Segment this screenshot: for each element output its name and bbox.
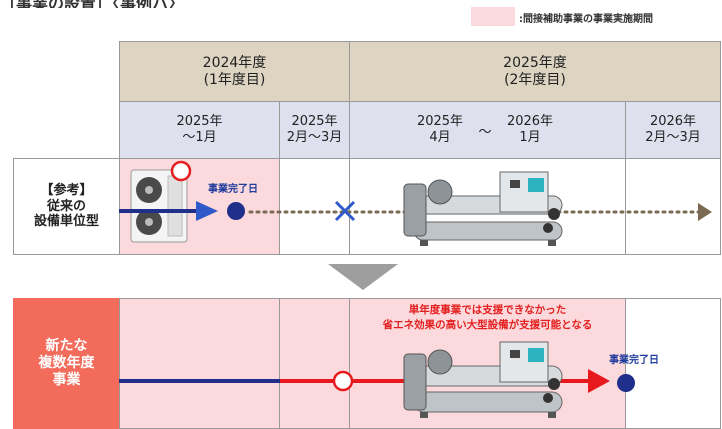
legend-swatch [471, 7, 515, 26]
completion-label-2: 事業完了日 [609, 355, 659, 366]
outdoor-unit-icon [130, 169, 188, 243]
cross-mark-icon [334, 200, 356, 222]
multi-year-arrow-head [588, 369, 610, 393]
reference-arrow-head [196, 201, 218, 221]
marker-circle-start-2 [332, 370, 354, 392]
support-note: 単年度事業では支援できなかった 省エネ効果の高い大型設備が支援可能となる [382, 304, 593, 332]
row-label-reference: 【参考】 従来の 設備単位型 [13, 158, 120, 255]
reference-cell-feb-mar-2026 [625, 158, 721, 255]
legend-label: :間接補助事業の事業実施期間 [519, 14, 653, 25]
multi-year-cell-4 [625, 298, 721, 429]
multi-year-cell-2 [279, 298, 350, 429]
completion-dot-2 [617, 374, 635, 392]
reference-cell-feb-mar [279, 158, 350, 255]
completion-dot-1 [227, 202, 245, 220]
marker-circle-start [170, 160, 192, 182]
completion-label-1: 事業完了日 [208, 184, 258, 195]
month-header-2026-jan: 2026年 1月 [506, 114, 554, 145]
month-header-2025-jan: 2025年 〜1月 [119, 101, 280, 159]
page-header-text: 〔事業の設置〕〈事例ハ〉 [0, 0, 300, 8]
month-header-2025-apr: 2025年 4月 [416, 114, 464, 145]
industrial-chiller-icon [403, 171, 563, 246]
month-header-2026-feb-mar: 2026年 2月〜3月 [625, 101, 721, 159]
month-header-apr-jan: 2025年 4月 〜 2026年 1月 [349, 101, 626, 159]
page-header-fragment: 〔事業の設置〕〈事例ハ〉 [0, 0, 300, 8]
industrial-chiller-icon-2 [403, 341, 563, 418]
dotted-arrow-head [698, 203, 712, 221]
transition-arrow-down [328, 264, 398, 290]
month-range-tilde: 〜 [478, 125, 492, 141]
row-label-multi-year: 新たな 複数年度 事業 [13, 298, 120, 429]
year-header-2024: 2024年度 (1年度目) [119, 41, 350, 102]
